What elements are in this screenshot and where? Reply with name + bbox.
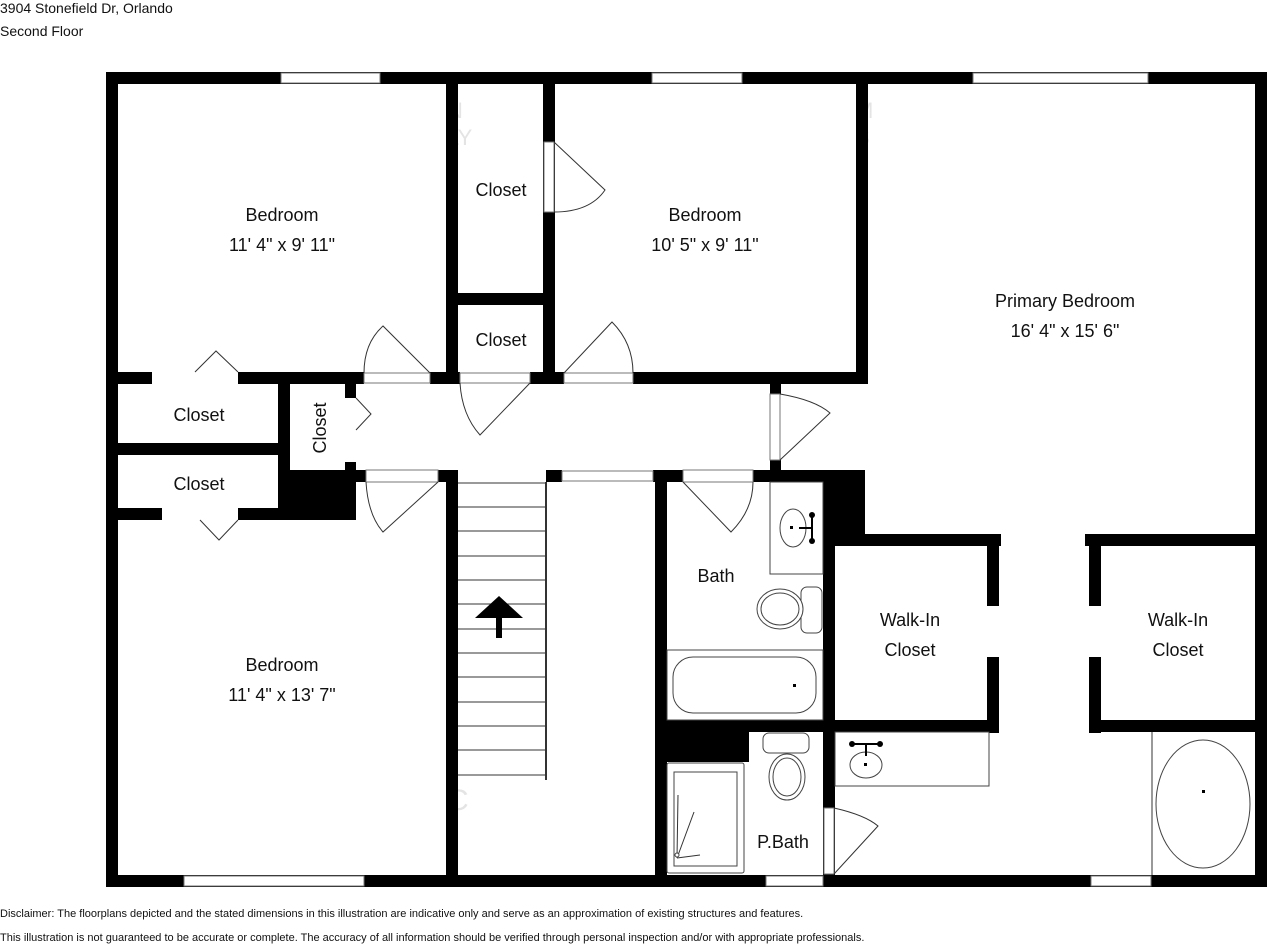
room-name: P.Bath bbox=[757, 832, 809, 852]
toilet-icon bbox=[756, 586, 823, 634]
room-name: Closet bbox=[475, 330, 526, 350]
room-name: Bedroom bbox=[245, 655, 318, 675]
primary-bath-fixtures bbox=[666, 731, 1251, 875]
staircase bbox=[458, 482, 547, 780]
door-closet-top bbox=[543, 141, 606, 213]
disclaimer-line-2: This illustration is not guaranteed to b… bbox=[0, 932, 865, 944]
room-name: Closet bbox=[884, 640, 935, 660]
faucet-icon bbox=[849, 741, 883, 756]
door-primary-bedroom bbox=[769, 393, 831, 461]
faucet-icon bbox=[799, 512, 815, 544]
room-dimensions: 10' 5" x 9' 11" bbox=[651, 235, 758, 255]
toilet-icon bbox=[762, 732, 810, 801]
room-name: Closet bbox=[1152, 640, 1203, 660]
door-primary-bath bbox=[823, 807, 879, 875]
shower-icon bbox=[666, 762, 745, 874]
door-closet-hall bbox=[355, 397, 372, 431]
room-name: Walk-In bbox=[1148, 610, 1208, 630]
arrow-up-icon bbox=[475, 596, 523, 638]
room-name: Bedroom bbox=[245, 205, 318, 225]
property-address: 3904 Stonefield Dr, Orlando bbox=[0, 0, 173, 16]
room-dimensions: 16' 4" x 15' 6" bbox=[1011, 321, 1120, 341]
floor-label: Second Floor bbox=[0, 23, 84, 39]
room-name: Bath bbox=[697, 566, 734, 586]
door-bath bbox=[682, 469, 754, 533]
bath-fixtures bbox=[666, 481, 824, 721]
room-name: Closet bbox=[173, 405, 224, 425]
room-name: Closet bbox=[173, 474, 224, 494]
door-bedroom-top-left bbox=[363, 325, 431, 384]
disclaimer-line-1: Disclaimer: The floorplans depicted and … bbox=[0, 908, 804, 920]
windows bbox=[183, 72, 1152, 887]
door-closet-left-lower bbox=[199, 519, 239, 541]
vanity-counter bbox=[769, 481, 824, 575]
room-dimensions: 11' 4" x 13' 7" bbox=[228, 685, 335, 705]
doors bbox=[194, 141, 879, 875]
door-bedroom-top-middle bbox=[563, 321, 634, 384]
room-name: Primary Bedroom bbox=[995, 291, 1135, 311]
door-closet-middle bbox=[459, 372, 531, 436]
door-bedroom-bottom-left bbox=[365, 469, 439, 533]
room-name: Closet bbox=[475, 180, 526, 200]
room-name: Walk-In bbox=[880, 610, 940, 630]
room-name: Closet bbox=[310, 402, 330, 453]
room-name: Bedroom bbox=[668, 205, 741, 225]
freestanding-tub-icon bbox=[1151, 732, 1251, 875]
room-dimensions: 11' 4" x 9' 11" bbox=[229, 235, 335, 255]
room-labels: Bedroom 11' 4" x 9' 11" Closet Closet Be… bbox=[173, 180, 1208, 852]
door-closet-left-upper bbox=[194, 350, 239, 373]
